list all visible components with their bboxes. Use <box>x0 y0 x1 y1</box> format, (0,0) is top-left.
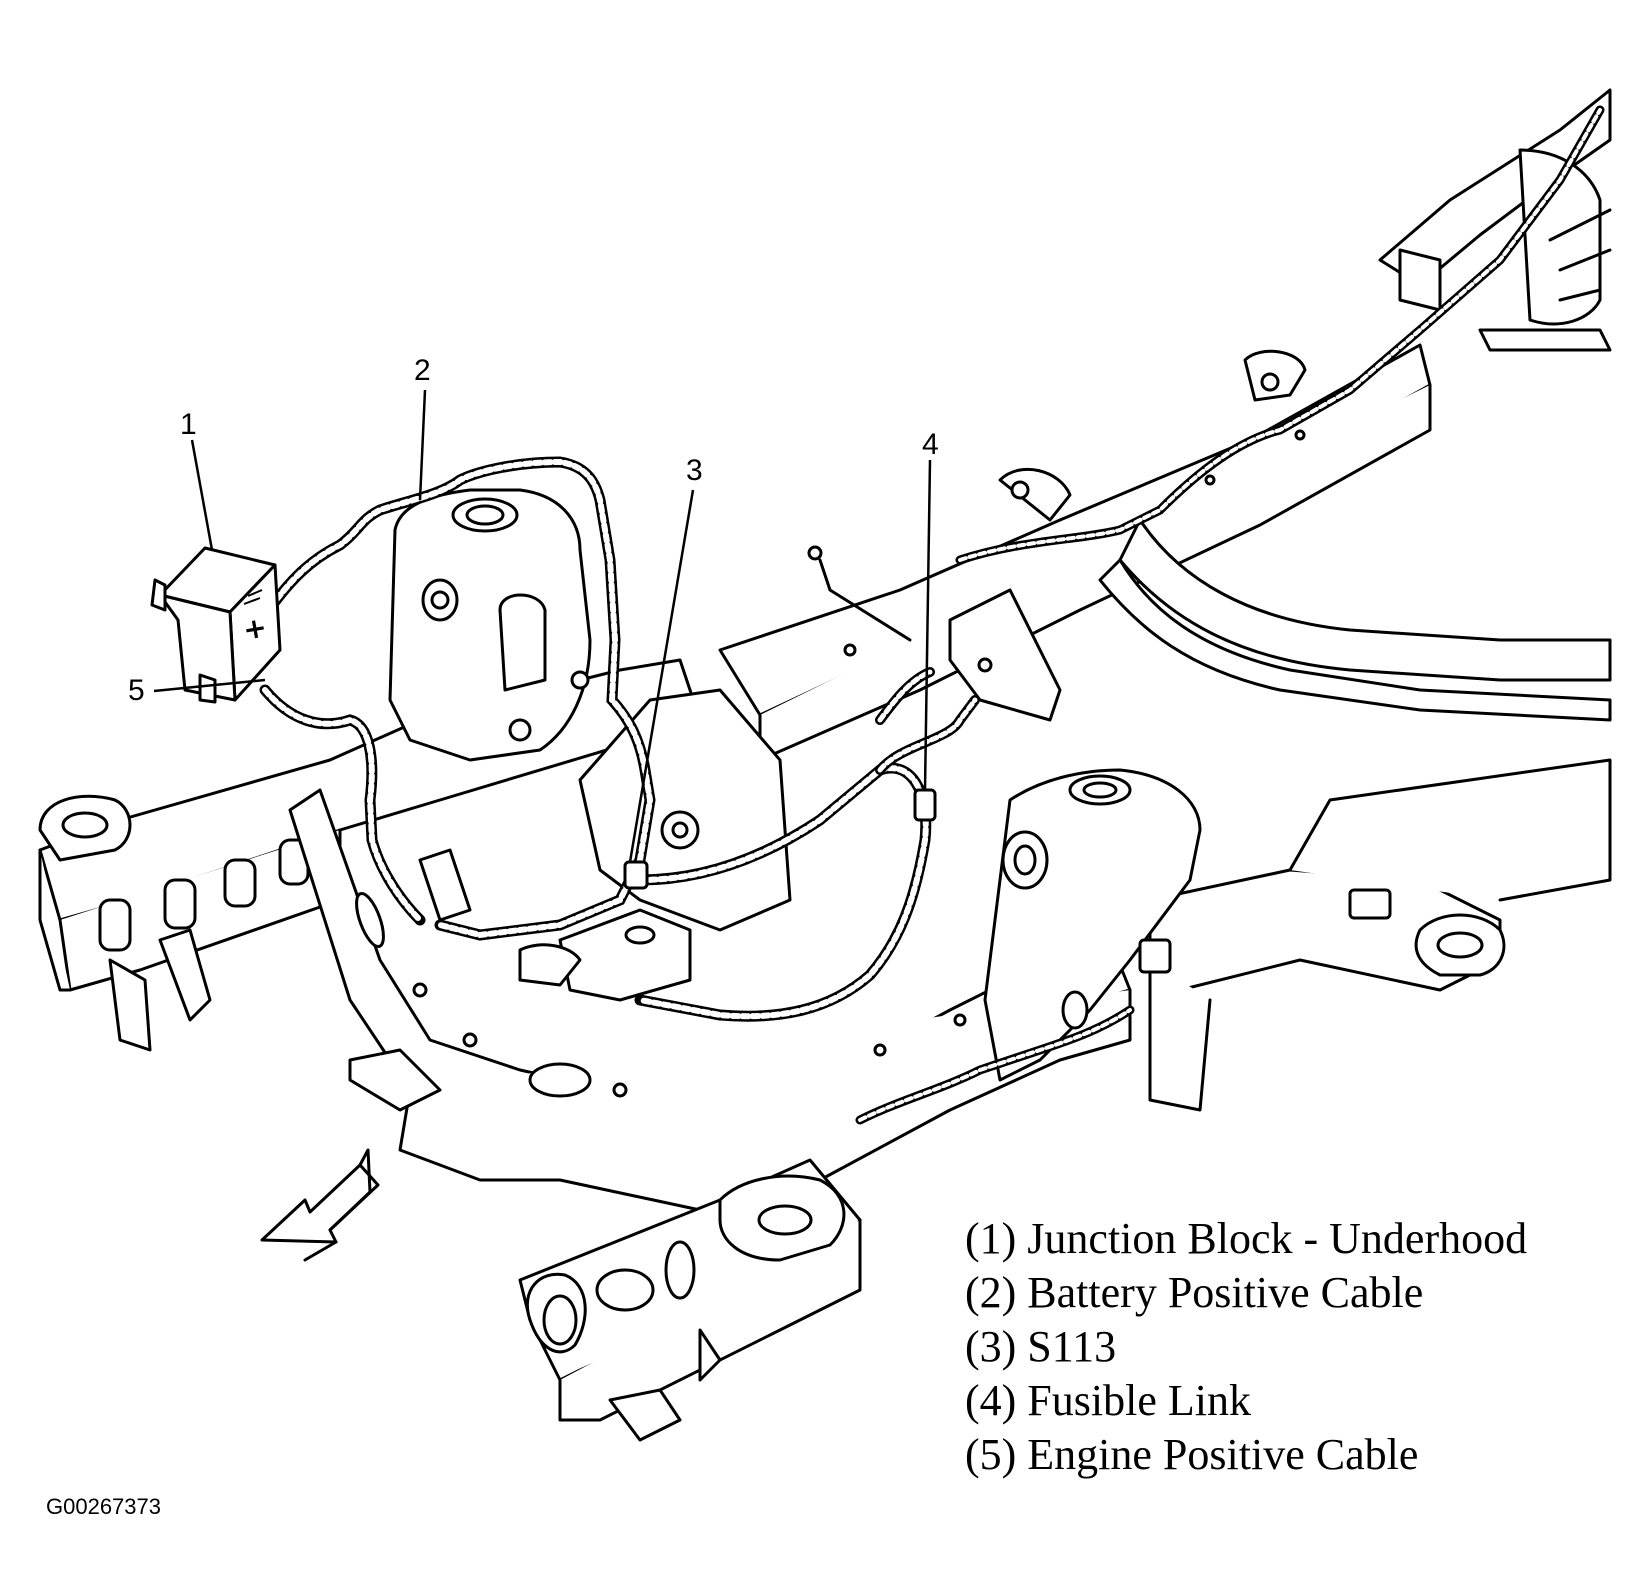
leader-line-2 <box>418 389 427 501</box>
fusible-link <box>913 788 937 822</box>
leader-line-1 <box>190 439 214 551</box>
legend-item-junction-block: (1) Junction Block - Underhood <box>965 1214 1528 1263</box>
callout-4: 4 <box>922 428 939 461</box>
leader-line-4 <box>923 459 932 791</box>
figure-id: G00267373 <box>46 1494 161 1519</box>
front-frame-horn <box>518 1158 862 1442</box>
callout-1: 1 <box>180 408 197 441</box>
legend-item-engine-positive-cable: (5) Engine Positive Cable <box>965 1430 1419 1479</box>
upper-bracket <box>807 545 1062 722</box>
right-spring-tower <box>983 768 1202 1082</box>
leader-line-3 <box>628 489 695 863</box>
engine-mount-bracket <box>348 688 792 1112</box>
left-spring-tower <box>388 488 592 762</box>
legend: (1) Junction Block - Underhood (2) Batte… <box>965 1212 1625 1482</box>
callout-5: 5 <box>128 674 145 707</box>
legend-item-s113: (3) S113 <box>965 1322 1117 1371</box>
rear-sweep-rail <box>1098 518 1612 722</box>
callout-2: 2 <box>414 354 431 387</box>
junction-block <box>150 546 282 704</box>
legend-item-fusible-link: (4) Fusible Link <box>965 1376 1251 1425</box>
rear-frame-section <box>1378 88 1612 352</box>
right-frame-horn <box>1148 758 1612 1112</box>
callout-3: 3 <box>686 454 703 487</box>
legend-item-battery-positive-cable: (2) Battery Positive Cable <box>965 1268 1424 1317</box>
leader-line-5 <box>153 678 266 693</box>
junction-block-plus-icon: + <box>240 610 269 647</box>
splice-s113 <box>623 860 649 890</box>
front-direction-arrow <box>260 1163 380 1244</box>
